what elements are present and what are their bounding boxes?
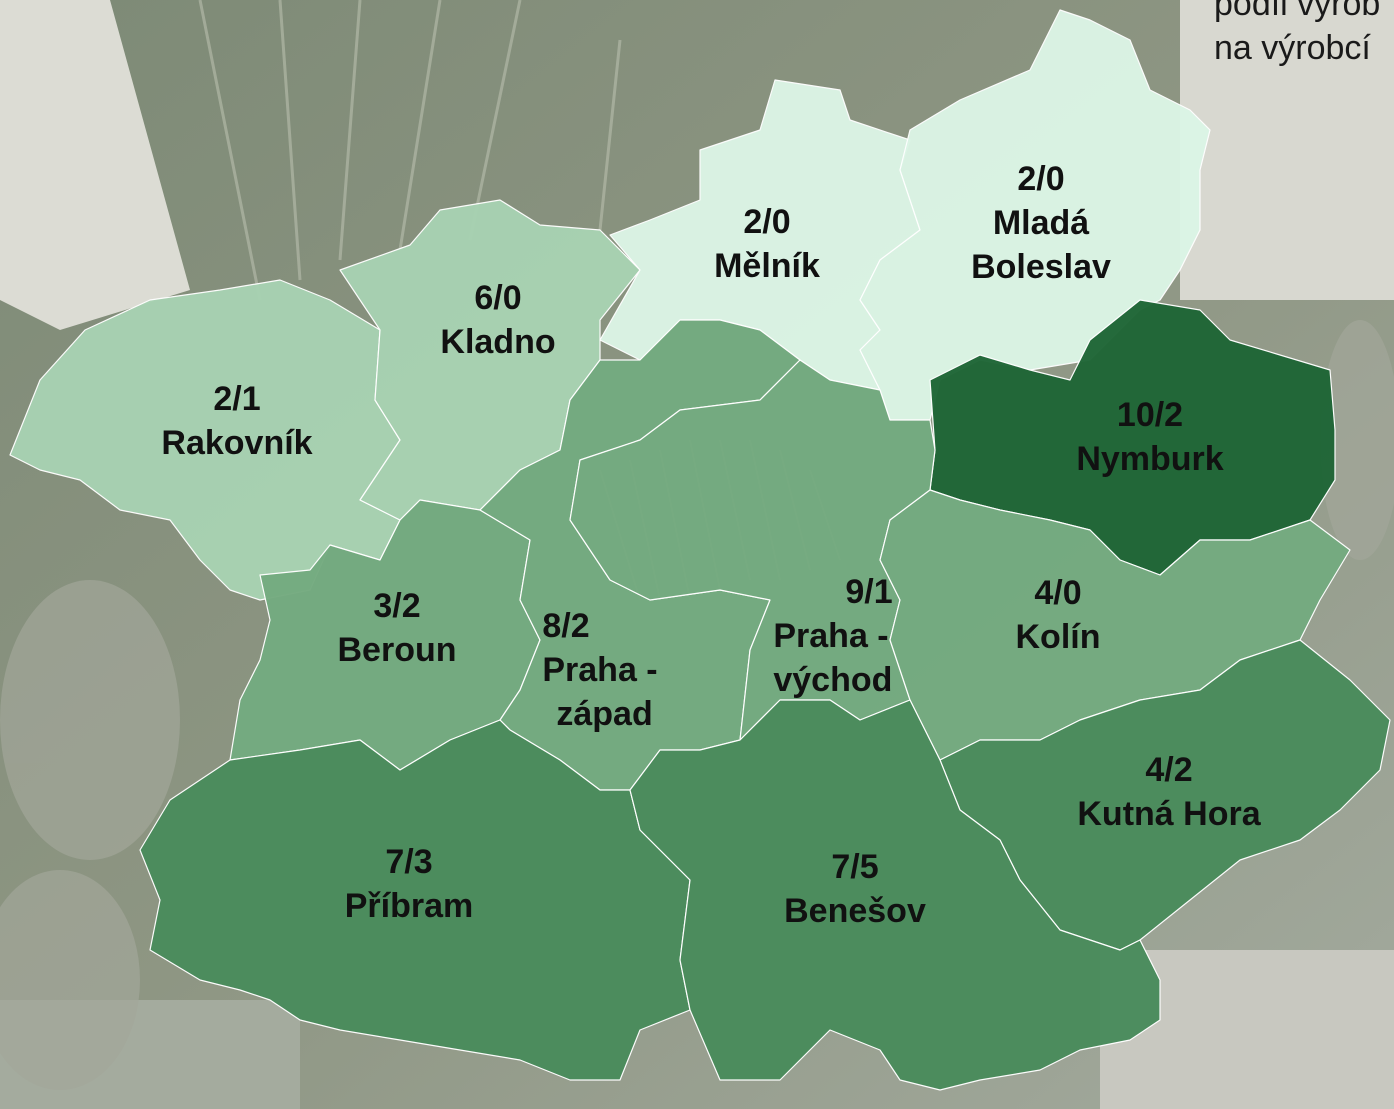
label-praha-vychod: 9/1 Praha - východ (773, 570, 892, 702)
value-melnik: 2/0 (743, 203, 791, 241)
label-nymburk: 10/2 Nymburk (1076, 393, 1223, 481)
district-pribram[interactable] (139, 719, 691, 1081)
title-line-2: na výrobcí (1214, 29, 1371, 67)
name-kladno: Kladno (440, 323, 556, 361)
label-rakovnik: 2/1 Rakovník (161, 377, 312, 465)
label-pribram: 7/3 Příbram (345, 840, 474, 928)
label-kolin: 4/0 Kolín (1016, 571, 1101, 659)
value-praha-vychod: 9/1 (845, 573, 893, 611)
label-beroun: 3/2 Beroun (338, 584, 457, 672)
district-benesov[interactable] (629, 699, 1161, 1091)
title-fragment: podíl výrob na výrobcí (1214, 0, 1394, 70)
value-kladno: 6/0 (474, 279, 522, 317)
name-kutna-hora: Kutná Hora (1077, 795, 1261, 833)
value-pribram: 7/3 (385, 843, 433, 881)
title-line-1: podíl výrob (1214, 0, 1381, 23)
name-beroun: Beroun (337, 631, 457, 669)
name-mlada-boleslav-line-1: Mladá (992, 204, 1090, 242)
value-rakovnik: 2/1 (213, 380, 261, 418)
name-pribram: Příbram (344, 887, 474, 925)
name-kolin: Kolín (1015, 618, 1101, 656)
label-praha-zapad: 8/2 Praha - západ (542, 604, 657, 736)
name-melnik: Mělník (714, 247, 820, 285)
value-praha-zapad: 8/2 (542, 607, 590, 645)
value-nymburk: 10/2 (1116, 396, 1184, 434)
value-beroun: 3/2 (373, 587, 421, 625)
label-kladno: 6/0 Kladno (440, 276, 555, 364)
name-rakovnik: Rakovník (161, 424, 313, 462)
value-kutna-hora: 4/2 (1145, 751, 1193, 789)
name-nymburk: Nymburk (1076, 440, 1224, 478)
label-mlada-boleslav: 2/0 Mladá Boleslav (971, 157, 1111, 289)
value-mlada-boleslav: 2/0 (1017, 160, 1065, 198)
name-praha-zapad-line-1: Praha - (542, 651, 658, 689)
value-kolin: 4/0 (1034, 574, 1082, 612)
label-kutna-hora: 4/2 Kutná Hora (1077, 748, 1260, 836)
value-benesov: 7/5 (831, 848, 879, 886)
name-praha-vychod-line-1: Praha - (773, 617, 889, 655)
name-mlada-boleslav-line-2: Boleslav (971, 248, 1111, 286)
name-praha-vychod-line-2: východ (773, 661, 893, 699)
name-benesov: Benešov (784, 892, 926, 930)
label-benesov: 7/5 Benešov (784, 845, 926, 933)
label-melnik: 2/0 Mělník (714, 200, 820, 288)
name-praha-zapad-line-2: západ (556, 695, 653, 733)
